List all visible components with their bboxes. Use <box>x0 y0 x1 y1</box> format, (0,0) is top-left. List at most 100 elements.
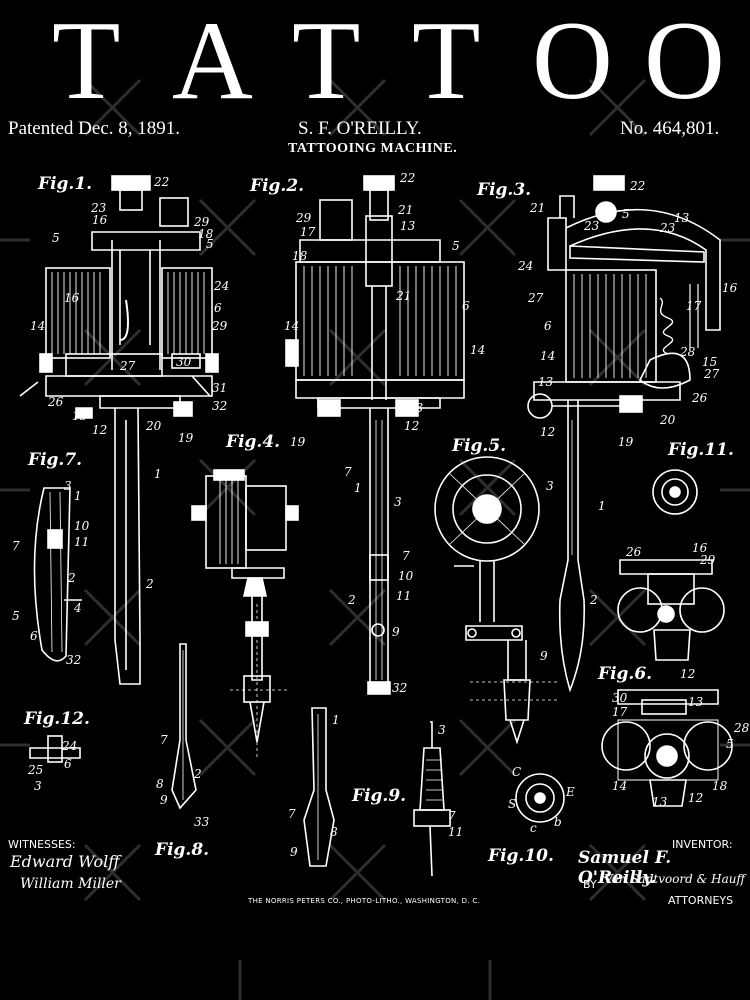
svg-text:6: 6 <box>214 301 222 315</box>
svg-text:15: 15 <box>702 355 717 369</box>
svg-text:16: 16 <box>722 281 738 295</box>
svg-text:20: 20 <box>145 419 162 433</box>
svg-text:13: 13 <box>674 211 690 225</box>
title-letter: T <box>52 0 121 123</box>
svg-text:C: C <box>512 765 521 779</box>
svg-text:10: 10 <box>74 519 90 533</box>
svg-text:11: 11 <box>396 589 411 603</box>
svg-text:19: 19 <box>178 431 194 445</box>
figure-2-machine <box>285 175 465 695</box>
patent-number: No. 464,801. <box>620 118 720 139</box>
svg-text:b: b <box>554 815 562 829</box>
svg-text:2: 2 <box>193 767 202 781</box>
svg-text:5: 5 <box>726 737 734 751</box>
svg-text:5: 5 <box>622 207 630 221</box>
fig-8-label: Fig.8. <box>155 840 210 860</box>
fig-2-label: Fig.2. <box>250 176 305 196</box>
svg-text:7: 7 <box>402 549 410 563</box>
svg-text:13: 13 <box>538 375 554 389</box>
svg-text:29: 29 <box>699 553 716 567</box>
machine-name: TATTOOING MACHINE. <box>288 141 458 156</box>
svg-text:20: 20 <box>659 413 676 427</box>
svg-text:13: 13 <box>72 409 88 423</box>
svg-text:6: 6 <box>30 629 38 643</box>
svg-text:12: 12 <box>540 425 555 439</box>
svg-text:14: 14 <box>284 319 299 333</box>
figure-9-needle <box>413 721 451 877</box>
witness-1-signature: Edward Wolff <box>10 852 120 871</box>
svg-text:6: 6 <box>544 319 552 333</box>
svg-text:5: 5 <box>52 231 60 245</box>
svg-text:16: 16 <box>64 291 80 305</box>
svg-text:7: 7 <box>448 809 456 823</box>
title-letter: T <box>292 0 361 123</box>
svg-text:2: 2 <box>67 571 76 585</box>
fig-11-label: Fig.11. <box>668 440 734 460</box>
svg-text:13: 13 <box>688 695 704 709</box>
svg-text:16: 16 <box>92 213 108 227</box>
svg-text:3: 3 <box>34 779 42 793</box>
title-letter: T <box>412 0 481 123</box>
fig-7-label: Fig.7. <box>28 450 83 470</box>
svg-text:30: 30 <box>612 691 628 705</box>
svg-text:14: 14 <box>540 349 555 363</box>
svg-text:13: 13 <box>400 219 416 233</box>
svg-text:17: 17 <box>686 299 702 313</box>
fig-5-label: Fig.5. <box>452 436 507 456</box>
svg-text:6: 6 <box>64 757 72 771</box>
title-letter: O <box>644 0 725 123</box>
svg-text:8: 8 <box>330 825 338 839</box>
attorney-signature: Van Santvoord & Hauff <box>604 872 745 886</box>
svg-text:5: 5 <box>206 237 214 251</box>
svg-text:13: 13 <box>652 795 668 809</box>
figure-6-detail <box>601 689 733 807</box>
patent-date: Patented Dec. 8, 1891. <box>8 118 181 139</box>
fig-4-label: Fig.4. <box>226 432 281 452</box>
svg-text:19: 19 <box>290 435 306 449</box>
svg-text:33: 33 <box>194 815 210 829</box>
by-label: BY <box>583 878 597 891</box>
svg-text:24: 24 <box>61 739 77 753</box>
svg-text:26: 26 <box>691 391 708 405</box>
svg-text:23: 23 <box>659 221 676 235</box>
svg-text:10: 10 <box>398 569 414 583</box>
figure-4-machine <box>191 469 299 760</box>
svg-text:21: 21 <box>395 289 411 303</box>
svg-text:18: 18 <box>292 249 308 263</box>
fig-6-label: Fig.6. <box>598 664 653 684</box>
svg-text:23: 23 <box>583 219 600 233</box>
svg-text:3: 3 <box>394 495 402 509</box>
svg-text:13: 13 <box>408 401 424 415</box>
svg-text:11: 11 <box>448 825 463 839</box>
svg-text:18: 18 <box>712 779 728 793</box>
fig-9-label: Fig.9. <box>352 786 407 806</box>
svg-text:12: 12 <box>688 791 703 805</box>
attorneys-label: ATTORNEYS <box>668 894 734 907</box>
svg-text:11: 11 <box>74 535 89 549</box>
witness-2-signature: William Miller <box>20 876 121 892</box>
svg-text:27: 27 <box>527 291 544 305</box>
figure-10-detail <box>515 773 565 823</box>
svg-text:23: 23 <box>90 201 107 215</box>
svg-text:2: 2 <box>347 593 356 607</box>
title-letter: O <box>532 0 613 123</box>
svg-text:E: E <box>565 785 575 799</box>
svg-text:22: 22 <box>399 171 415 185</box>
title-letter: A <box>172 0 253 123</box>
svg-text:32: 32 <box>66 653 81 667</box>
svg-text:28: 28 <box>679 345 696 359</box>
svg-text:7: 7 <box>160 733 168 747</box>
svg-text:2: 2 <box>145 577 154 591</box>
svg-text:3: 3 <box>546 479 554 493</box>
svg-text:2: 2 <box>589 593 598 607</box>
svg-text:1: 1 <box>354 481 362 495</box>
svg-text:27: 27 <box>703 367 720 381</box>
svg-text:29: 29 <box>211 319 228 333</box>
inventor-name: S. F. O'REILLY. <box>298 118 422 139</box>
printer-credit: THE NORRIS PETERS CO., PHOTO-LITHO., WAS… <box>248 897 481 905</box>
svg-text:9: 9 <box>160 793 168 807</box>
fig-1-label: Fig.1. <box>38 174 93 194</box>
svg-text:3: 3 <box>438 723 446 737</box>
svg-text:14: 14 <box>30 319 45 333</box>
